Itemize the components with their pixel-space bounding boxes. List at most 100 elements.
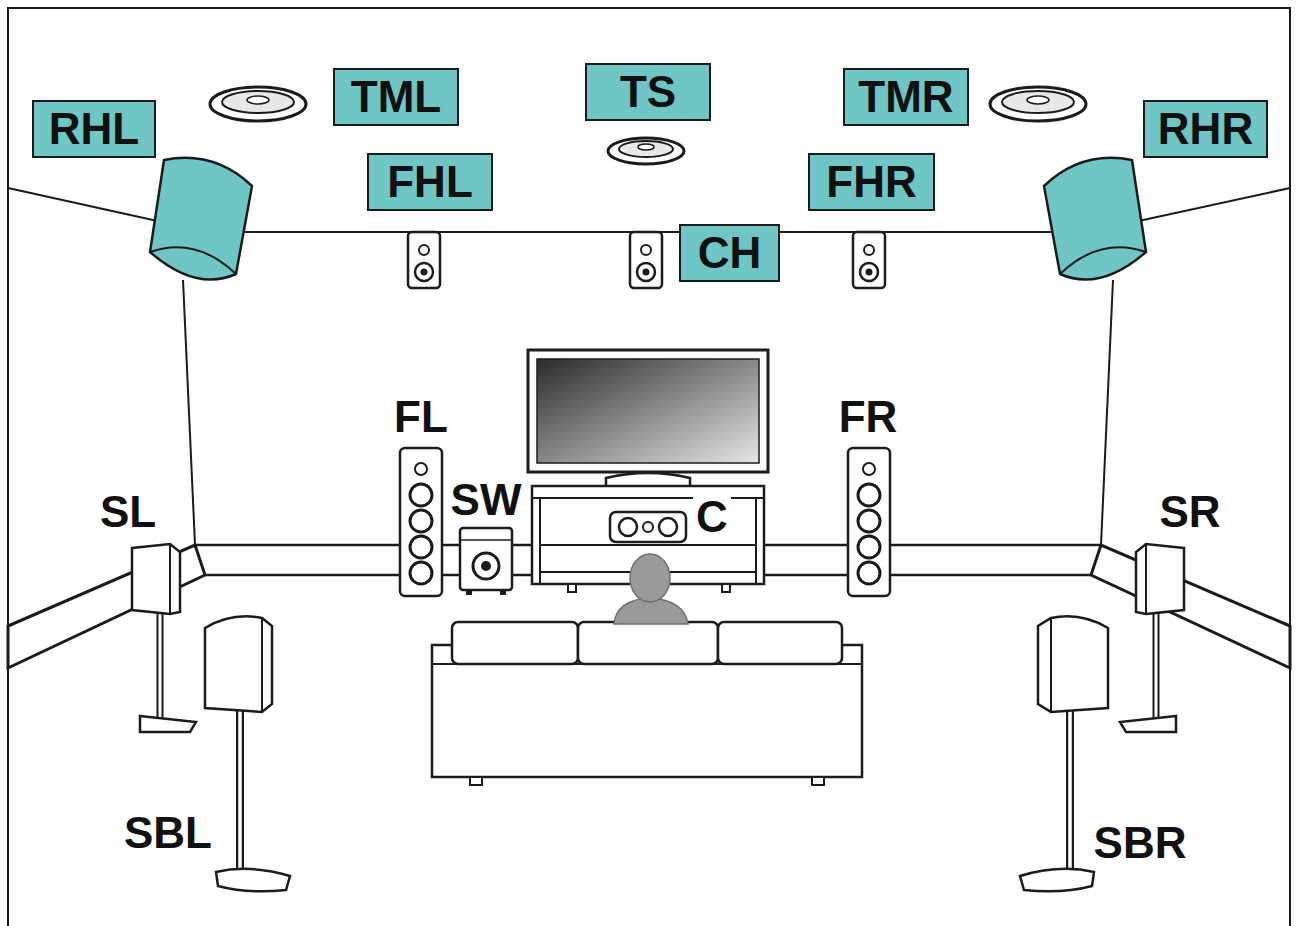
stand-base [140, 716, 196, 732]
speaker-tag: RHR [1143, 100, 1268, 158]
speaker-tag: TS [585, 63, 711, 121]
speaker-code: CH [698, 231, 762, 275]
tweeter [641, 245, 651, 255]
woofer [860, 263, 878, 281]
tower-speaker [400, 448, 442, 596]
ceiling-speaker [990, 87, 1086, 121]
speaker-label: SBR [1091, 820, 1190, 866]
speaker-code: FHL [387, 160, 473, 204]
speaker-ring [210, 87, 306, 121]
speaker-cone [1002, 91, 1074, 113]
woofer [858, 484, 880, 506]
speaker-box [853, 232, 885, 288]
speaker-box [848, 448, 890, 596]
speaker-cap [638, 144, 654, 150]
speaker-cap [1027, 96, 1049, 104]
woofer [858, 562, 880, 584]
woofer-cap [421, 269, 428, 276]
speaker-body [150, 158, 252, 280]
speaker-code: TS [620, 70, 676, 114]
frame [8, 8, 1290, 926]
speaker-rim [150, 247, 236, 274]
cabinet-side [539, 498, 541, 584]
ceiling-speaker [210, 87, 306, 121]
television [528, 350, 768, 488]
speaker-edge [169, 544, 171, 614]
tv-frame [528, 350, 768, 472]
woofer [410, 562, 432, 584]
speaker-stand [1153, 610, 1160, 718]
rear-height-speaker [1044, 158, 1146, 280]
woofer-cap [643, 269, 650, 276]
speaker-label: FR [836, 394, 901, 440]
speaker-code: TMR [858, 75, 953, 119]
speaker-edge [1145, 544, 1147, 614]
speaker-edge [1050, 618, 1052, 712]
speaker-tag: TML [333, 68, 459, 126]
surround-back-speaker [205, 616, 290, 891]
speaker-tag: FHL [367, 153, 493, 211]
speaker-ring [608, 138, 684, 164]
speaker-edge [460, 539, 512, 541]
speaker-tag: FHR [808, 153, 935, 211]
sofa-body [432, 645, 862, 777]
sofa [432, 622, 862, 785]
speaker-box [1038, 616, 1108, 712]
tweeter [419, 245, 429, 255]
side-baseboard [1091, 545, 1290, 668]
tower-speaker [848, 448, 890, 596]
sofa-leg [812, 777, 824, 785]
surround-speaker [132, 544, 196, 732]
woofer [637, 263, 655, 281]
speaker-label: SBL [121, 810, 215, 856]
speaker-box [400, 448, 442, 596]
sofa-cushion [718, 622, 842, 664]
speaker-code: FHR [826, 160, 916, 204]
ceiling-speaker [608, 138, 684, 164]
tweeter [643, 522, 653, 532]
stand-base [216, 869, 290, 892]
speaker-box [132, 544, 180, 614]
rear-height-speaker [150, 158, 252, 280]
speaker-box [630, 232, 662, 288]
sofa-leg [470, 777, 482, 785]
speaker-code: RHL [49, 107, 139, 151]
speaker-stand [1068, 708, 1072, 876]
speaker-stand [159, 610, 162, 718]
ceiling-edge [1134, 188, 1290, 222]
listener [614, 554, 688, 624]
woofer [415, 263, 433, 281]
speaker-stand [1066, 708, 1074, 876]
wall-corner [1101, 280, 1113, 545]
speaker-stand [157, 610, 164, 718]
speaker-box [460, 528, 512, 590]
woofer [858, 536, 880, 558]
stand-base [1020, 869, 1094, 892]
tv-screen [537, 359, 759, 463]
speaker-box [610, 512, 686, 542]
woofer [410, 484, 432, 506]
woofer-cap [481, 561, 491, 571]
speaker-body [1044, 158, 1146, 280]
speaker-label: SR [1156, 489, 1223, 535]
speaker-label: SW [448, 477, 525, 523]
sofa-seat [432, 663, 862, 665]
speaker-label: SL [97, 489, 159, 535]
stand-base [1120, 716, 1176, 732]
subwoofer [460, 528, 512, 595]
height-speaker [408, 232, 440, 288]
speaker-tag: TMR [843, 68, 969, 126]
cabinet-leg [568, 584, 576, 592]
speaker-stand [236, 708, 244, 876]
speaker-tag: CH [679, 224, 780, 282]
speaker-stand [1155, 610, 1158, 718]
center-speaker [610, 512, 686, 542]
speaker-tag: RHL [32, 100, 156, 158]
ceiling-edge [8, 188, 162, 222]
woofer [858, 510, 880, 532]
sofa-cushion [452, 622, 578, 664]
tweeter [863, 463, 875, 475]
speaker-edge [261, 618, 263, 712]
